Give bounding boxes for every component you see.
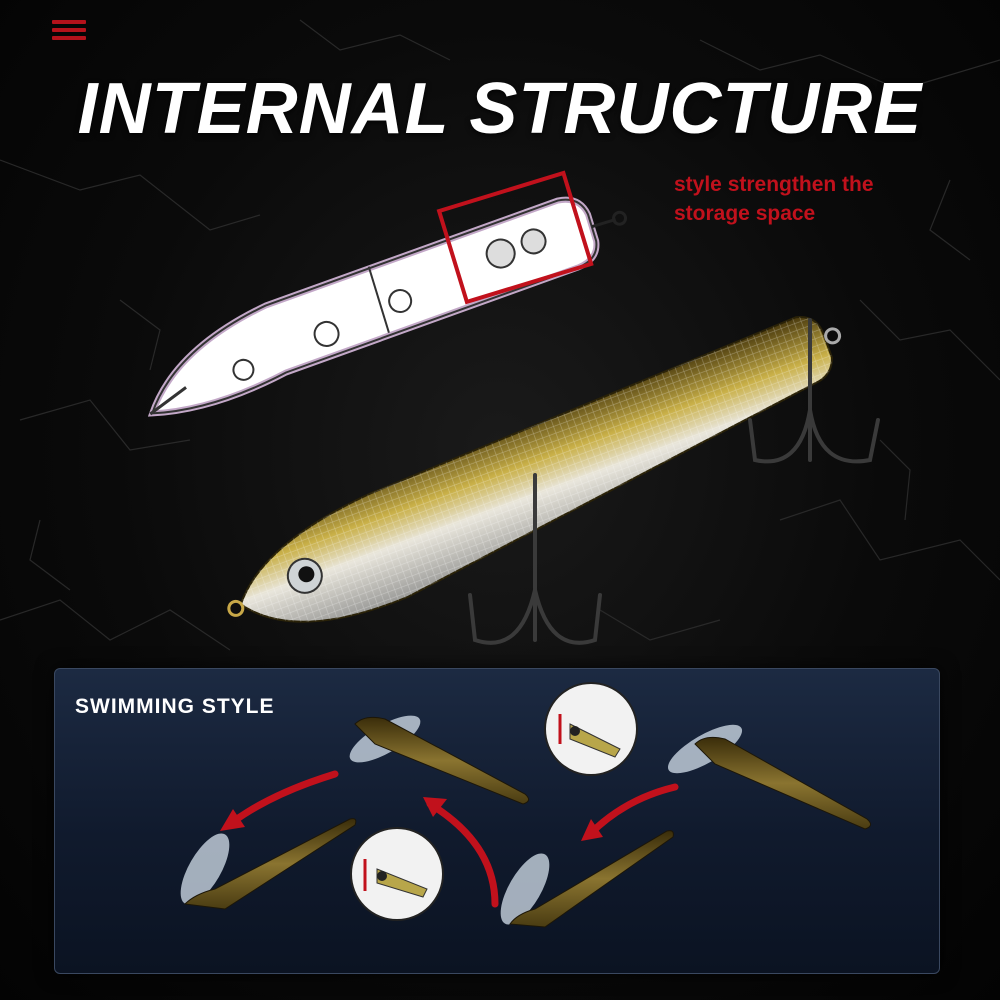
swimming-style-illustration [180,682,871,928]
storage-callout: style strengthen the storage space [674,170,974,228]
head-detail-circle-bottom [350,827,444,921]
storage-highlight-box [436,170,594,305]
swimming-style-panel: SWIMMING STYLE [54,668,940,974]
lure-main-image [227,316,880,645]
swimming-style-label: SWIMMING STYLE [75,695,275,718]
page-title: INTERNAL STRUCTURE [77,69,923,149]
callout-line-1: style strengthen the [674,173,874,196]
internal-structure-diagram [147,170,628,417]
hamburger-menu-icon[interactable] [52,16,86,46]
callout-line-2: storage space [674,202,816,225]
head-detail-circle-top [544,682,638,776]
